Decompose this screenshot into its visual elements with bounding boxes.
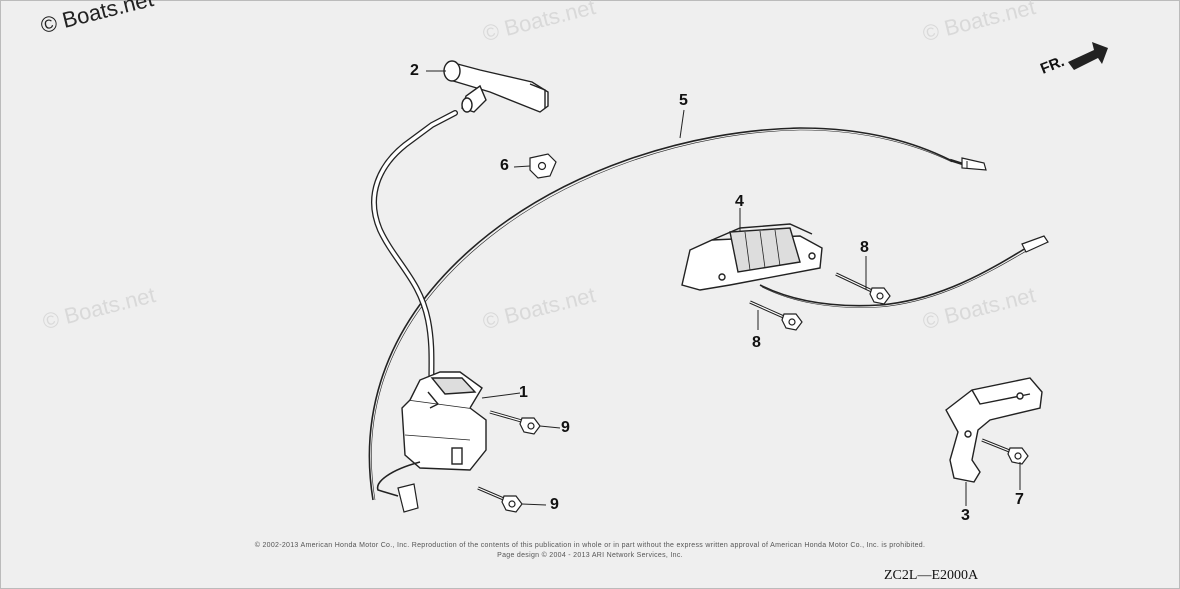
charge-coil	[681, 223, 823, 291]
callout-7[interactable]: 7	[1015, 491, 1024, 508]
page-design-notice: Page design © 2004 - 2013 ARI Network Se…	[497, 552, 683, 559]
callout-5[interactable]: 5	[679, 92, 688, 109]
bracket	[945, 377, 1043, 483]
ignition-coil	[401, 371, 487, 471]
callout-1[interactable]: 1	[519, 384, 528, 401]
charge-coil-wire	[759, 235, 1049, 308]
callout-3[interactable]: 3	[961, 507, 970, 524]
spark-plug-cap	[443, 60, 549, 113]
wire-clip	[529, 153, 557, 179]
ground-wire	[376, 461, 421, 513]
coil-bolt-upper	[489, 410, 541, 435]
callout-8[interactable]: 8	[860, 239, 869, 256]
callout-4[interactable]: 4	[735, 193, 744, 210]
charge-coil-bolt-right	[835, 272, 891, 305]
front-direction-arrow-icon	[1068, 42, 1108, 70]
coil-bolt-lower	[477, 486, 523, 513]
callout-8[interactable]: 8	[752, 334, 761, 351]
bracket-bolt	[981, 438, 1029, 465]
wire-terminal	[961, 157, 987, 171]
callout-9[interactable]: 9	[550, 496, 559, 513]
copyright-notice: © 2002-2013 American Honda Motor Co., In…	[254, 542, 926, 549]
leader-lines	[426, 70, 1021, 506]
diagram-code: ZC2L—E2000A	[884, 568, 979, 583]
charge-coil-bolt-left	[749, 300, 803, 331]
callout-2[interactable]: 2	[410, 62, 419, 79]
callout-9[interactable]: 9	[561, 419, 570, 436]
callout-6[interactable]: 6	[500, 157, 509, 174]
high-tension-cord	[371, 110, 458, 398]
